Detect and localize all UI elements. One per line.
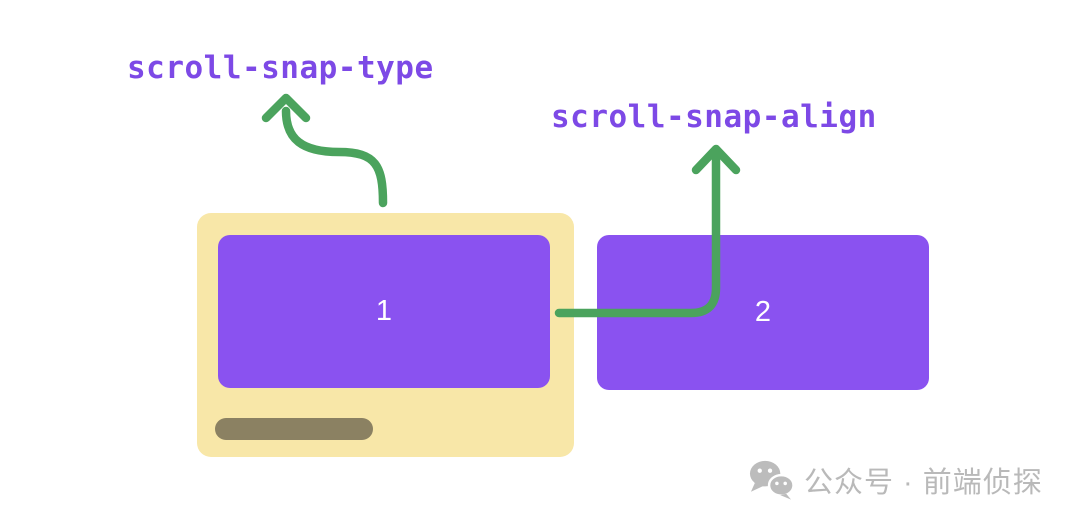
scroll-snap-align-label: scroll-snap-align [551, 99, 877, 135]
wechat-icon [749, 460, 795, 500]
snap-item-2-number: 2 [754, 296, 772, 328]
watermark: 公众号 · 前端侦探 [748, 459, 1043, 501]
scrollbar-thumb[interactable] [215, 418, 373, 440]
snap-item-2: 2 [597, 235, 929, 390]
snap-item-1-number: 1 [375, 295, 393, 327]
snap-item-1: 1 [218, 235, 550, 388]
arrow-to-scroll-snap-type [261, 93, 388, 208]
watermark-text: 公众号 · 前端侦探 [804, 467, 1043, 499]
scroll-snap-type-label: scroll-snap-type [127, 50, 434, 86]
